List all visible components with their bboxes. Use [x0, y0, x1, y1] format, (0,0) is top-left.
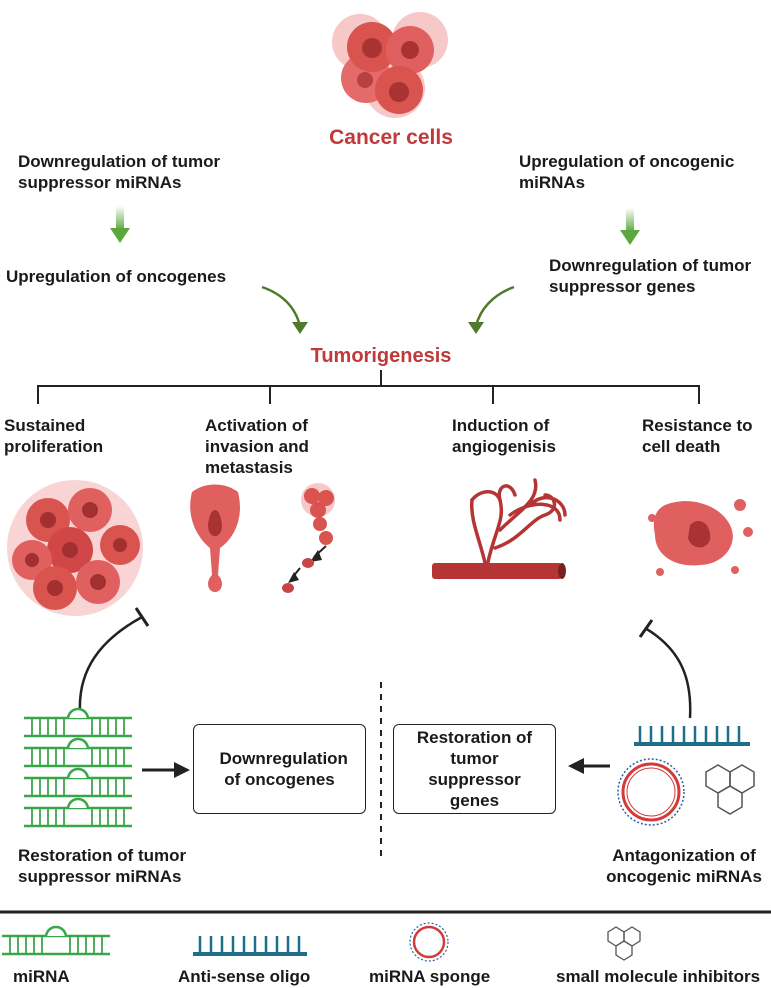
left-inhibition-arc: [78, 615, 143, 713]
tumorigenesis-label: Tumorigenesis: [310, 345, 452, 367]
mirna-sponge-icon: [617, 758, 685, 826]
angiogenesis-illustration: [432, 478, 567, 579]
antagonization-label: Antagonization of oncogenic miRNAs: [606, 846, 762, 886]
cell-death-illustration: [648, 499, 753, 576]
right-box-arrow: [568, 758, 610, 774]
left-box-arrow: [142, 762, 190, 778]
small-molecule-icon: [705, 764, 755, 815]
mirna-stack-icon: [22, 707, 134, 828]
restoration-tsg-box: Restoration of tumor suppressor genes: [393, 724, 556, 814]
legend-antisense-oligo-icon: [193, 936, 307, 956]
legend-small-molecule-label: small molecule inhibitors: [556, 967, 761, 986]
left-curved-arrow: [261, 285, 302, 327]
legend-small-molecule-icon: [607, 926, 641, 961]
legend-mirna-sponge-label: miRNA sponge: [369, 967, 491, 986]
downregulation-oncogenes-box: Downregulation of oncogenes: [193, 724, 366, 814]
antisense-oligo-icon: [634, 726, 750, 746]
left-step2-label: Upregulation of oncogenes: [6, 267, 227, 286]
left-step1-label: Downregulation of tumor suppressor miRNA…: [18, 152, 221, 192]
hallmark-proliferation-label: Sustained proliferation: [4, 416, 104, 456]
branch-connector: [37, 370, 700, 404]
right-down-arrow: [620, 208, 640, 245]
legend-antisense-oligo-label: Anti-sense oligo: [178, 967, 311, 986]
legend-mirna-sponge-icon: [409, 922, 449, 962]
right-step2-label: Downregulation of tumor suppressor genes: [549, 256, 752, 296]
restoration-tsg-text: Restoration of tumor suppressor genes: [416, 728, 533, 810]
legend-mirna-icon: [0, 925, 112, 956]
right-step1-label: Upregulation of oncogenic miRNAs: [519, 152, 735, 192]
title-cancer-cells: Cancer cells: [329, 126, 453, 149]
left-down-arrow: [110, 206, 130, 243]
cancer-cells-illustration: [332, 12, 448, 118]
restoration-mirna-label: Restoration of tumor suppressor miRNAs: [18, 846, 187, 886]
hallmark-cell-death-label: Resistance to cell death: [642, 416, 753, 456]
hallmark-angiogenesis-label: Induction of angiogenisis: [452, 416, 556, 456]
right-inhibition-arc: [644, 626, 692, 719]
downregulation-oncogenes-text: Downregulation of oncogenes: [219, 749, 348, 789]
invasion-illustration: [190, 483, 335, 593]
right-curved-arrow: [474, 285, 515, 327]
legend-mirna-label: miRNA: [13, 967, 70, 986]
proliferation-illustration: [7, 480, 143, 616]
hallmark-invasion-label: Activation of invasion and metastasis: [205, 416, 309, 477]
